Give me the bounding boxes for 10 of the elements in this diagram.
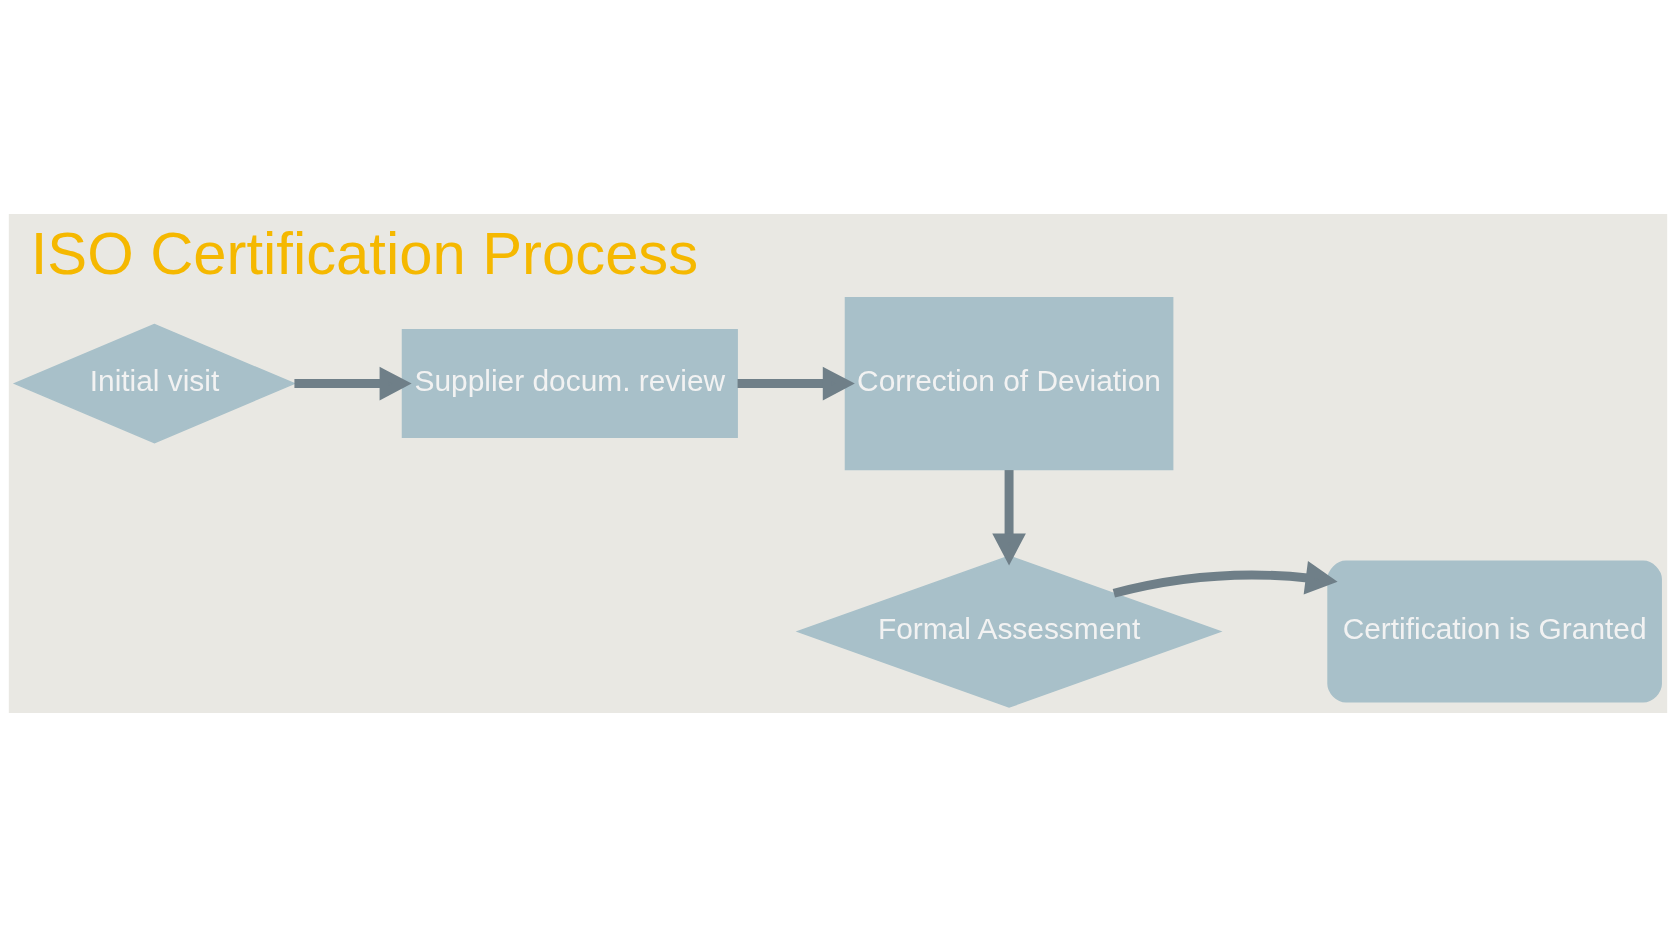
node-box: Certification is Granted: [1327, 560, 1662, 703]
node-diamond: Formal Assessment: [795, 555, 1223, 708]
node-diamond: Initial visit: [12, 323, 297, 444]
arrow: [737, 366, 855, 401]
arrow: [992, 470, 1026, 566]
node-box: Correction of Deviation: [844, 296, 1174, 471]
node-box: Supplier docum. review: [401, 329, 738, 439]
arrow: [294, 366, 412, 401]
arrow: [1112, 561, 1338, 598]
diagram-title: ISO Certification Process: [30, 219, 699, 287]
